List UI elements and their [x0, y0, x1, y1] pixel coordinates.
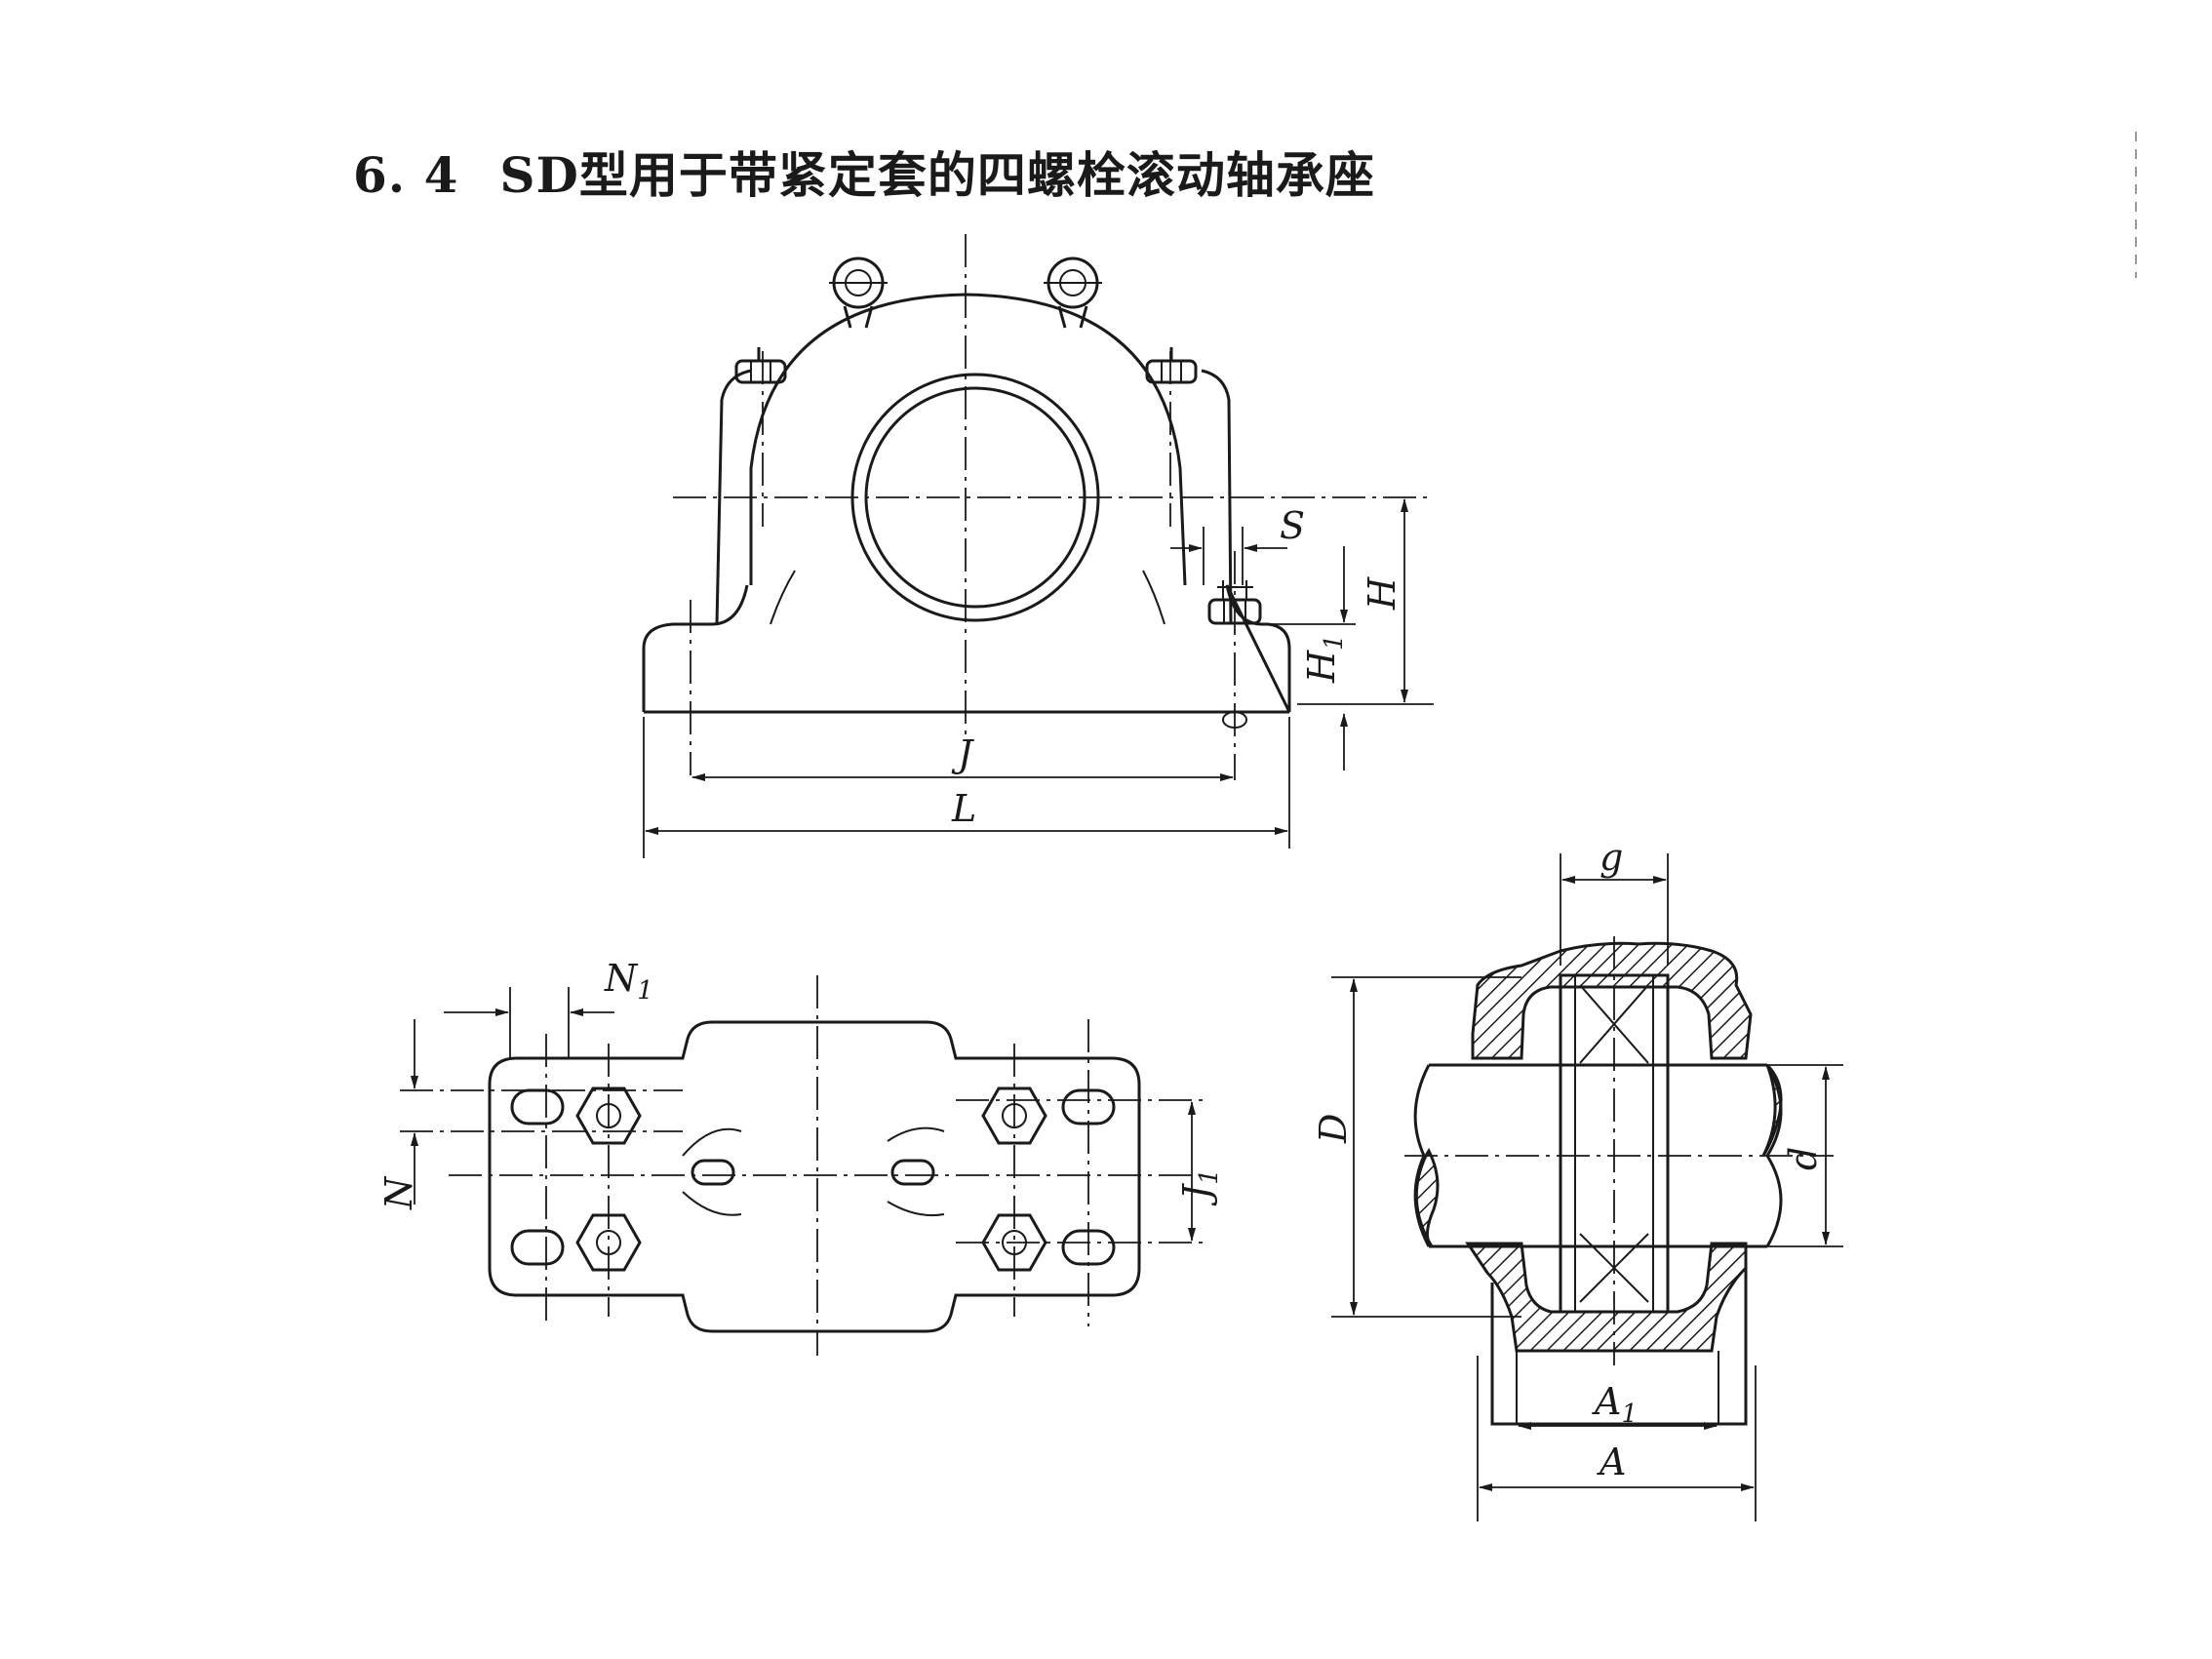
housing-section-top	[1471, 941, 1753, 1060]
cap-nut-left	[734, 347, 787, 384]
dim-label-g: g	[1600, 836, 1623, 879]
cap-nut-right	[1145, 347, 1198, 384]
dim-label-A: A	[1597, 1441, 1626, 1483]
plan-outline	[488, 1020, 1141, 1333]
eyebolt-left	[829, 257, 888, 329]
plan-view: N1 N J1	[377, 957, 1224, 1356]
front-view: J L H H1 S	[642, 234, 1434, 858]
dim-label-J: J	[951, 732, 974, 775]
dim-label-N1: N1	[604, 957, 653, 1006]
foot-slot	[510, 1229, 565, 1266]
eyebolt-right	[1044, 257, 1102, 329]
housing-cap	[749, 293, 1187, 586]
dim-label-H1: H1	[1300, 634, 1349, 684]
section-title-text: SD型用于带紧定套的四螺栓滚动轴承座	[499, 146, 1375, 204]
dim-label-S: S	[1280, 504, 1305, 547]
dim-label-J1: J1	[1175, 1168, 1224, 1206]
section-number: 6. 4	[353, 146, 459, 204]
center-slot	[691, 1159, 735, 1186]
dim-label-L: L	[951, 787, 976, 830]
dim-label-d: d	[1782, 1147, 1825, 1170]
foot-slot	[510, 1088, 565, 1126]
dim-label-N: N	[377, 1175, 420, 1210]
dim-label-D: D	[1312, 1114, 1355, 1144]
section-view: g D d A1 A	[1312, 836, 1843, 1521]
page-title: 6. 4 SD型用于带紧定套的四螺栓滚动轴承座	[353, 137, 1375, 207]
dim-label-H: H	[1361, 576, 1403, 611]
dim-label-A1: A1	[1592, 1380, 1638, 1429]
housing-base	[642, 584, 1291, 713]
housing-section-bottom	[1465, 1242, 1748, 1353]
center-slot	[890, 1159, 935, 1186]
